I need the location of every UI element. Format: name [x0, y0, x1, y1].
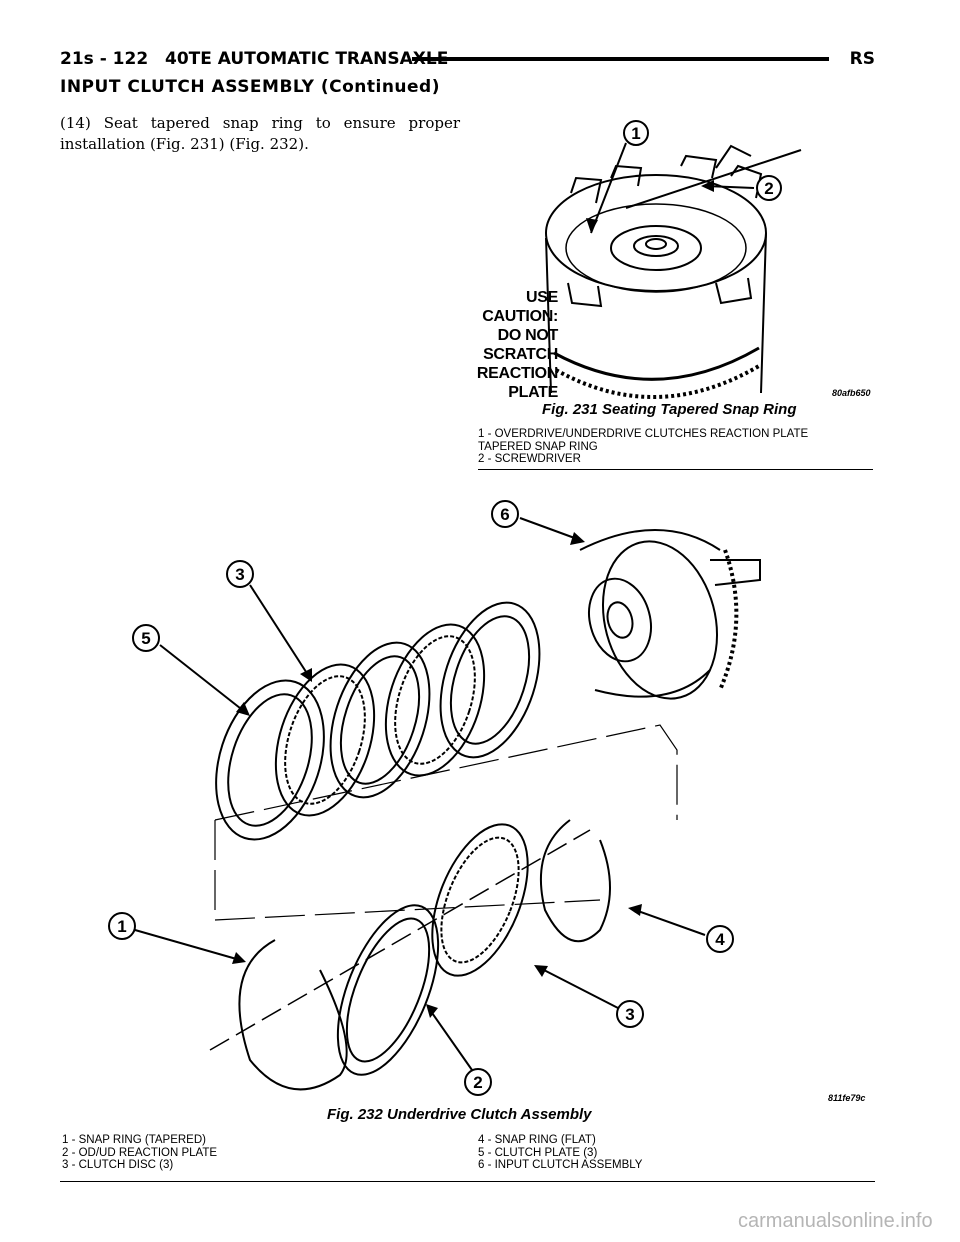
callout-circle-2 — [464, 1068, 492, 1096]
callout-circle-3-top — [226, 560, 254, 588]
callout-label-2: 2 — [764, 179, 773, 198]
page-number: 21s - 122 — [60, 49, 149, 69]
callout-circle-1 — [108, 912, 136, 940]
leader-arrow-4 — [628, 904, 642, 916]
figure-232-legend-right: 4 - SNAP RING (FLAT) 5 - CLUTCH PLATE (3… — [478, 1134, 642, 1172]
callout-label-5: 5 — [141, 629, 150, 648]
callout-label-3-top: 3 — [235, 565, 244, 584]
leader-arrow-5 — [236, 702, 250, 716]
leader-arrow-1 — [232, 952, 246, 964]
figure-231-legend: 1 - OVERDRIVE/UNDERDRIVE CLUTCHES REACTI… — [478, 428, 808, 466]
figure-232-caption: Fig. 232 Underdrive Clutch Assembly — [327, 1106, 592, 1123]
legend-item: 3 - CLUTCH DISC (3) — [62, 1159, 174, 1171]
section-title: INPUT CLUTCH ASSEMBLY (Continued) — [60, 77, 440, 97]
legend-item: 2 - SCREWDRIVER — [478, 453, 581, 465]
caution-line: USE — [526, 289, 558, 306]
caution-note: USE CAUTION: DO NOT SCRATCH REACTION PLA… — [466, 288, 558, 402]
header-rule — [412, 57, 829, 61]
callout-label-1: 1 — [117, 917, 126, 936]
figure-231-image-code: 80afb650 — [832, 388, 871, 398]
leader-arrow-3-bottom — [534, 965, 548, 977]
figure-232: 6 3 5 1 4 3 2 811fe79c — [60, 490, 876, 1103]
callout-label-2: 2 — [473, 1073, 482, 1092]
legend-item: 1 - OVERDRIVE/UNDERDRIVE CLUTCHES REACTI… — [478, 428, 809, 440]
caution-line: DO NOT — [497, 327, 559, 344]
caution-line: REACTION — [476, 365, 558, 382]
legend-item: 4 - SNAP RING (FLAT) — [478, 1134, 596, 1146]
snap-ring-seating-illustration: 1 2 — [545, 120, 802, 400]
leader-arrow-2 — [701, 180, 714, 192]
callout-circle-5 — [132, 624, 160, 652]
legend-item: 5 - CLUTCH PLATE (3) — [478, 1146, 598, 1159]
callout-circle-4 — [706, 925, 734, 953]
leader-arrow-2 — [426, 1004, 438, 1018]
leader-arrow-3-top — [300, 668, 312, 682]
legend-item: 1 - SNAP RING (TAPERED) — [62, 1134, 206, 1146]
legend-item: 2 - OD/UD REACTION PLATE — [62, 1146, 218, 1159]
manual-title: 40TE AUTOMATIC TRANSAXLE — [165, 49, 449, 69]
caution-line: SCRATCH — [483, 346, 558, 363]
caution-line: CAUTION: — [482, 308, 558, 325]
figure-231: 1 2 USE CAUTION: DO NOT SCRATCH REACTION… — [476, 108, 876, 408]
callout-label-6: 6 — [500, 505, 509, 524]
callout-circle-3-bottom — [616, 1000, 644, 1028]
watermark: carmanualsonline.info — [738, 1210, 933, 1232]
figure-232-rule — [60, 1181, 875, 1182]
callout-circle-6 — [491, 500, 519, 528]
callout-circle-1 — [623, 120, 649, 146]
caution-line: PLATE — [508, 384, 558, 401]
step-14-text: (14) Seat tapered snap ring to ensure pr… — [60, 114, 460, 153]
callout-label-1: 1 — [631, 124, 640, 143]
underdrive-clutch-exploded-view: 6 3 5 1 4 3 2 — [108, 500, 761, 1096]
legend-item: 6 - INPUT CLUTCH ASSEMBLY — [478, 1159, 643, 1171]
page-header: 21s - 122 40TE AUTOMATIC TRANSAXLE RS — [60, 49, 875, 75]
legend-item: TAPERED SNAP RING — [478, 440, 598, 453]
callout-label-4: 4 — [715, 930, 725, 949]
callout-circle-2 — [756, 175, 782, 201]
figure-232-image-code: 811fe79c — [828, 1093, 866, 1103]
callout-label-3-bottom: 3 — [625, 1005, 634, 1024]
figure-231-caption: Fig. 231 Seating Tapered Snap Ring — [542, 401, 797, 418]
leader-arrow-1 — [586, 218, 598, 233]
figure-232-legend-left: 1 - SNAP RING (TAPERED) 2 - OD/UD REACTI… — [62, 1134, 217, 1172]
figure-231-rule — [478, 469, 873, 470]
model-code: RS — [849, 49, 875, 69]
leader-arrow-6 — [570, 532, 585, 545]
